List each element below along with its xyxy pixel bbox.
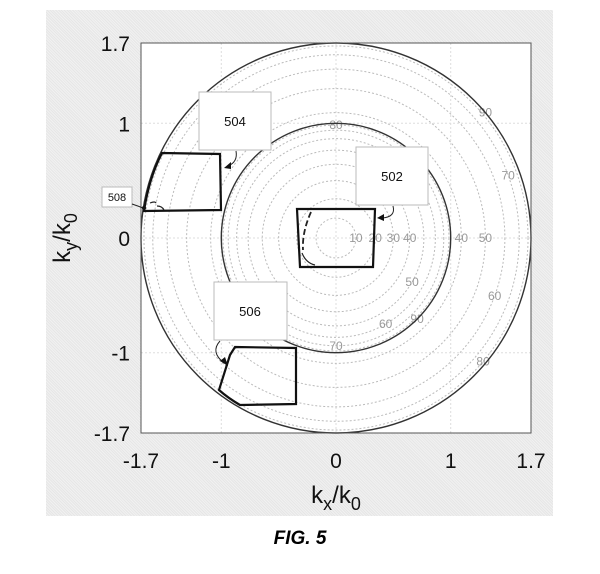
angle-ring (222, 124, 450, 352)
ring-angle-label: 10 (349, 231, 363, 245)
x-tick-label: -1 (212, 450, 231, 473)
angle-ring (278, 180, 394, 296)
y-tick-label: 1.7 (101, 33, 130, 56)
ring-angle-label: 40 (455, 231, 469, 245)
ring-angle-label: 20 (369, 231, 383, 245)
ring-angle-label: 70 (329, 339, 343, 353)
plot-frame (140, 42, 532, 434)
callout-502-label: 502 (381, 169, 403, 184)
x-tick-label: 0 (330, 450, 342, 473)
y-tick-label: 1 (118, 113, 130, 136)
angle-ring (227, 129, 445, 347)
angle-ring (236, 138, 436, 338)
angle-ring (210, 112, 462, 364)
angle-ring (166, 68, 506, 408)
ring-angle-label: 50 (405, 275, 419, 289)
x-axis-label: kx/k0 (311, 482, 361, 514)
ring-angle-label: 80 (476, 354, 490, 368)
angle-ring (315, 217, 357, 259)
x-tick-label: 1 (445, 450, 457, 473)
y-tick-label: 0 (118, 228, 130, 251)
angle-ring (247, 149, 425, 327)
ring-angle-label: 80 (329, 118, 343, 132)
callout-502: 502 (355, 146, 429, 221)
y-tick-label: -1.7 (94, 423, 130, 446)
callout-504-label: 504 (224, 114, 246, 129)
y-axis-label: ky/k0 (49, 213, 81, 263)
angle-ring (152, 54, 520, 422)
angle-ring (186, 88, 486, 388)
region-506 (217, 345, 298, 407)
region-502 (295, 207, 377, 269)
x-tick-label: -1.7 (123, 450, 159, 473)
figure-label: FIG. 5 (273, 528, 327, 549)
ring-angle-label: 70 (502, 168, 516, 182)
callout-508-label: 508 (108, 192, 126, 204)
callout-506: 506 (213, 281, 288, 366)
region-504 (142, 151, 223, 213)
ring-angle-label: 60 (379, 317, 393, 331)
angle-ring (261, 163, 411, 313)
x-tick-label: 1.7 (516, 450, 545, 473)
callout-508: 508 (101, 186, 146, 210)
callout-504: 504 (198, 91, 272, 169)
unit-circle (220, 122, 452, 354)
ring-angle-label: 30 (387, 231, 401, 245)
ring-angle-label: 40 (403, 231, 417, 245)
y-tick-label: -1 (111, 343, 130, 366)
angle-ring (143, 45, 529, 431)
ring-angle-label: 50 (479, 231, 493, 245)
ring-angle-label: 60 (488, 289, 502, 303)
angle-ring (296, 198, 376, 278)
callout-506-label: 506 (239, 304, 261, 319)
